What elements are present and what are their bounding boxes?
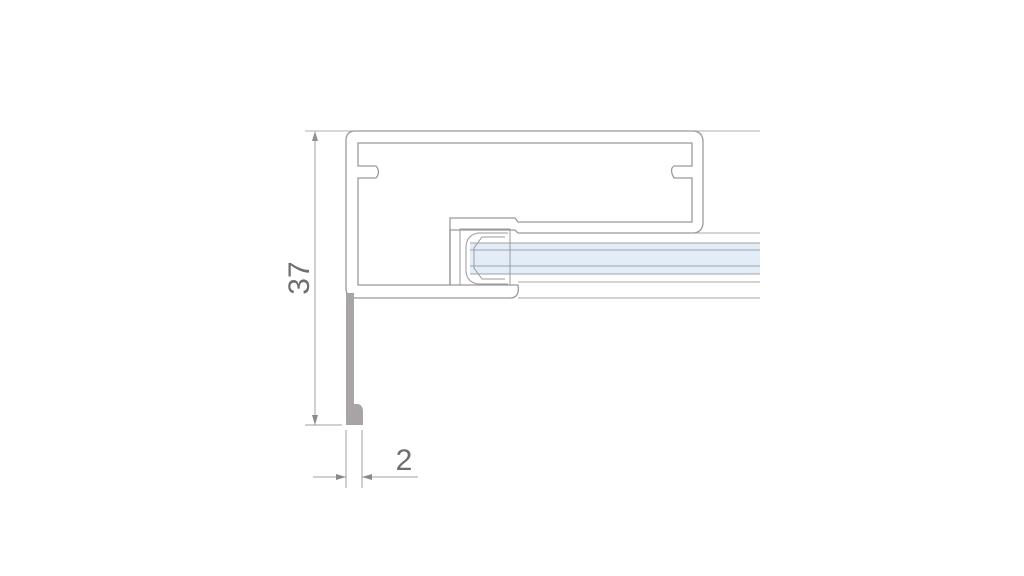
glass-pane	[470, 232, 760, 299]
frame-profile	[305, 130, 760, 299]
thickness-dimension-label: 2	[396, 444, 413, 477]
thickness-dimension: 2	[313, 430, 418, 488]
height-dimension-label: 37	[283, 261, 316, 294]
lip-profile	[346, 293, 363, 425]
height-dimension: 37	[283, 131, 342, 426]
